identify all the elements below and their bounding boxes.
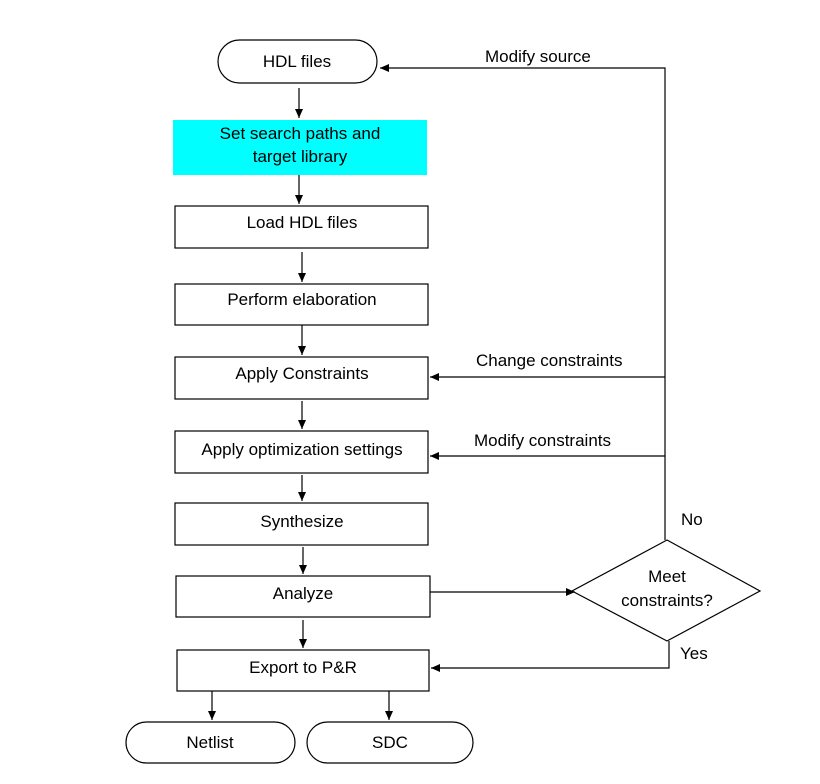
edge-label-yes: Yes	[680, 644, 708, 663]
node-export: Export to P&R	[176, 649, 430, 692]
node-set-search-paths-label-2: target library	[253, 147, 348, 166]
node-analyze-label: Analyze	[273, 584, 333, 603]
node-synthesize: Synthesize	[174, 502, 429, 546]
node-sdc: SDC	[306, 721, 474, 764]
node-analyze: Analyze	[175, 575, 431, 618]
node-apply-optimization-label: Apply optimization settings	[201, 440, 402, 459]
node-hdl-files-label: HDL files	[263, 52, 331, 71]
node-apply-constraints: Apply Constraints	[174, 356, 429, 400]
node-apply-optimization: Apply optimization settings	[174, 430, 429, 474]
edge-label-modify-source: Modify source	[485, 47, 591, 66]
node-elaboration-label: Perform elaboration	[227, 290, 376, 309]
arrow-yes-to-export	[431, 641, 670, 672]
edge-label-modify-constraints: Modify constraints	[474, 431, 611, 450]
node-netlist: Netlist	[125, 721, 296, 764]
node-load-hdl: Load HDL files	[174, 205, 429, 249]
node-set-search-paths-label-1: Set search paths and	[220, 124, 381, 143]
node-hdl-files: HDL files	[217, 39, 378, 84]
edge-label-change-constraints: Change constraints	[476, 351, 622, 370]
node-set-search-paths: Set search paths and target library	[173, 120, 427, 175]
node-apply-constraints-label: Apply Constraints	[235, 364, 368, 383]
node-meet-constraints-label-1: Meet	[648, 567, 686, 586]
loop-no-to-modify-source	[380, 64, 666, 540]
edge-label-no: No	[681, 510, 703, 529]
node-load-hdl-label: Load HDL files	[247, 213, 358, 232]
node-export-label: Export to P&R	[249, 658, 357, 677]
node-elaboration: Perform elaboration	[174, 283, 429, 326]
node-synthesize-label: Synthesize	[260, 512, 343, 531]
node-meet-constraints-decision: Meet constraints?	[570, 539, 762, 642]
node-meet-constraints-label-2: constraints?	[621, 591, 713, 610]
node-sdc-label: SDC	[372, 733, 408, 752]
node-netlist-label: Netlist	[186, 733, 234, 752]
